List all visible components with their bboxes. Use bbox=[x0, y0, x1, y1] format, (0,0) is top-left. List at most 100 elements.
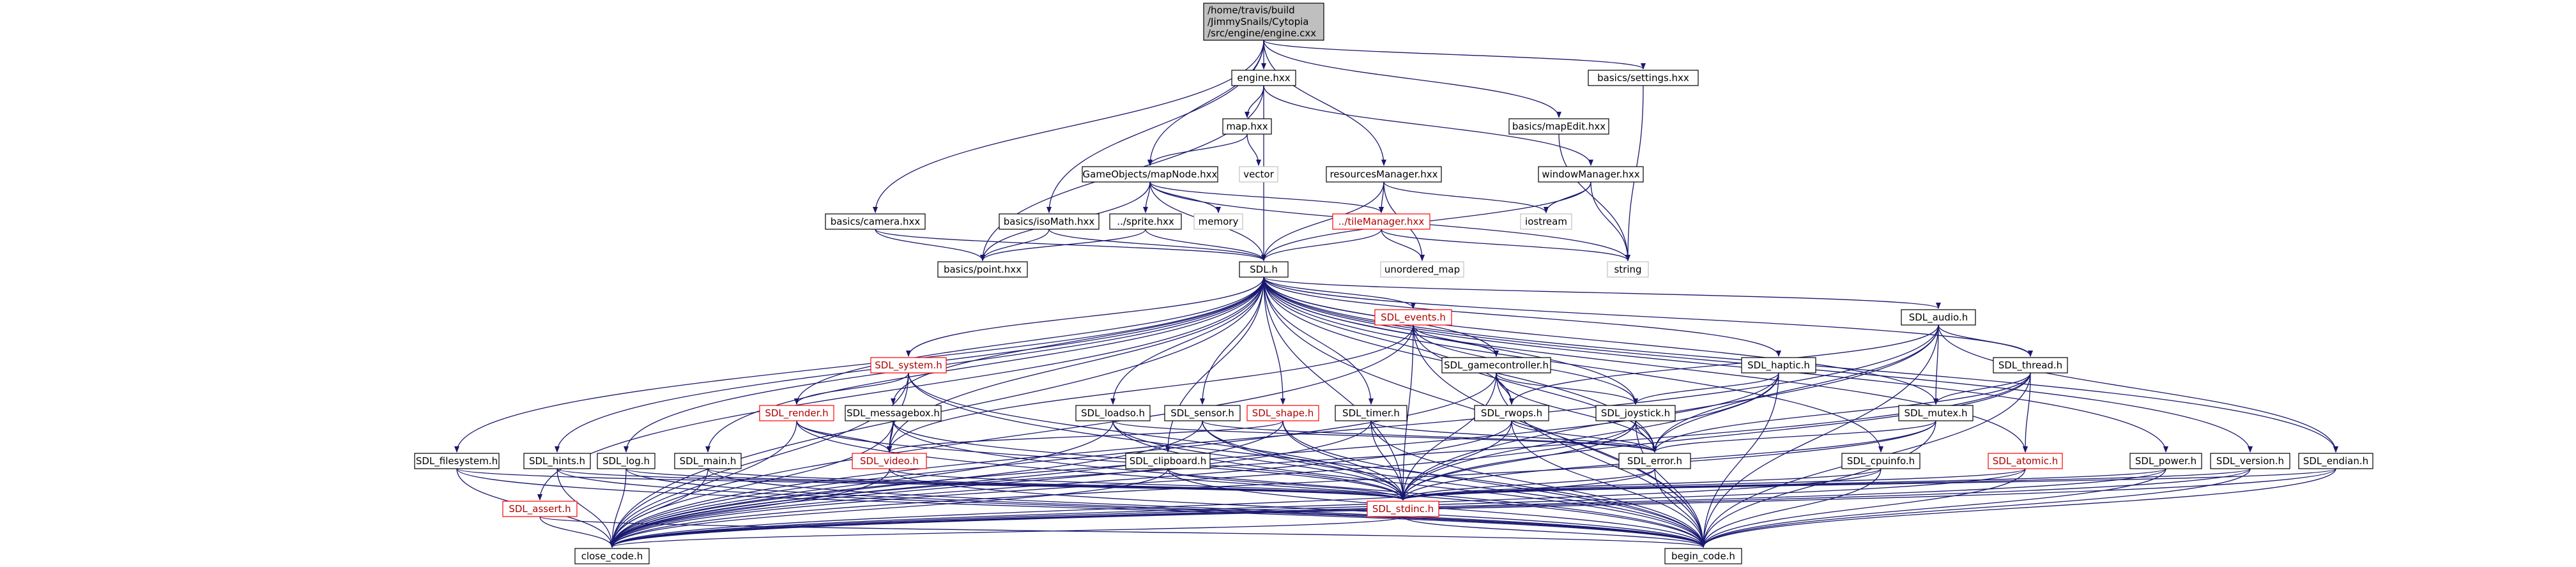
node-SDL_hints[interactable]: SDL_hints.h bbox=[523, 453, 591, 469]
node-SDL_system[interactable]: SDL_system.h bbox=[870, 357, 947, 374]
node-engine_hxx[interactable]: engine.hxx bbox=[1231, 70, 1296, 86]
node-box bbox=[2129, 453, 2202, 469]
edge-SDL_error-to-close_code bbox=[610, 468, 1655, 548]
node-SDL_atomic[interactable]: SDL_atomic.h bbox=[1988, 453, 2063, 469]
node-mapNode[interactable]: GameObjects/mapNode.hxx bbox=[1082, 166, 1218, 183]
node-label: /src/engine/engine.cxx bbox=[1208, 27, 1316, 39]
node-box bbox=[1082, 166, 1218, 183]
edge-SDL_error-to-SDL_stdinc bbox=[1400, 468, 1655, 501]
node-map[interactable]: map.hxx bbox=[1222, 118, 1272, 135]
edge-SDL_events-to-close_code bbox=[610, 324, 1414, 548]
node-string[interactable]: string bbox=[1607, 261, 1649, 278]
edge-SDL_h-to-SDL_cpuinfo bbox=[1263, 276, 1883, 453]
edge-SDL_render-to-close_code bbox=[610, 420, 797, 548]
node-SDL_video[interactable]: SDL_video.h bbox=[852, 453, 927, 469]
edge-SDL_endian-to-close_code bbox=[610, 468, 2336, 548]
node-box bbox=[1595, 405, 1676, 421]
node-label: SDL_clipboard.h bbox=[1130, 455, 1207, 467]
edge-SDL_clipboard-to-SDL_stdinc bbox=[1167, 468, 1406, 501]
node-SDL_audio[interactable]: SDL_audio.h bbox=[1901, 309, 1976, 326]
node-SDL_log[interactable]: SDL_log.h bbox=[597, 453, 656, 469]
node-SDL_assert[interactable]: SDL_assert.h bbox=[502, 501, 578, 517]
node-vector[interactable]: vector bbox=[1239, 166, 1278, 183]
node-memory[interactable]: memory bbox=[1193, 213, 1243, 230]
node-isoMath[interactable]: basics/isoMath.hxx bbox=[999, 213, 1100, 230]
node-box bbox=[414, 453, 500, 469]
node-resourcesManager[interactable]: resourcesManager.hxx bbox=[1326, 166, 1442, 183]
node-SDL_thread[interactable]: SDL_thread.h bbox=[1993, 357, 2068, 374]
node-engine_cxx[interactable]: /home/travis/build/JimmySnails/Cytopia/s… bbox=[1203, 3, 1324, 41]
node-SDL_rwops[interactable]: SDL_rwops.h bbox=[1474, 405, 1549, 421]
edge-SDL_sensor-to-SDL_stdinc bbox=[1202, 420, 1406, 501]
node-SDL_joystick[interactable]: SDL_joystick.h bbox=[1595, 405, 1676, 421]
node-box bbox=[845, 405, 942, 421]
edge-SDL_joystick-to-begin_code bbox=[1635, 420, 1706, 548]
edge-camera-to-SDL_h bbox=[875, 229, 1266, 261]
node-SDL_power[interactable]: SDL_power.h bbox=[2129, 453, 2202, 469]
edge-SDL_audio-to-SDL_mutex bbox=[1933, 324, 1939, 405]
node-begin_code[interactable]: begin_code.h bbox=[1664, 548, 1742, 564]
node-point[interactable]: basics/point.hxx bbox=[937, 261, 1028, 278]
node-label: SDL_audio.h bbox=[1909, 312, 1968, 324]
node-settings[interactable]: basics/settings.hxx bbox=[1588, 70, 1699, 86]
edge-SDL_filesystem-to-begin_code bbox=[456, 468, 1706, 548]
edge-SDL_joystick-to-SDL_stdinc bbox=[1400, 420, 1636, 501]
node-SDL_endian[interactable]: SDL_endian.h bbox=[2298, 453, 2373, 469]
node-sprite[interactable]: ../sprite.hxx bbox=[1109, 213, 1182, 230]
edge-SDL_rwops-to-SDL_error bbox=[1511, 420, 1657, 453]
node-label: SDL_gamecontroller.h bbox=[1444, 359, 1549, 372]
node-SDL_shape[interactable]: SDL_shape.h bbox=[1246, 405, 1319, 421]
edge-SDL_video-to-begin_code bbox=[889, 468, 1706, 548]
node-SDL_messagebox[interactable]: SDL_messagebox.h bbox=[845, 405, 942, 421]
edge-engine_cxx-to-settings bbox=[1263, 40, 1646, 70]
node-close_code[interactable]: close_code.h bbox=[574, 548, 650, 564]
edge-SDL_h-to-SDL_main bbox=[705, 276, 1264, 453]
edge-resourcesManager-to-SDL_h bbox=[1261, 181, 1384, 261]
node-label: close_code.h bbox=[581, 550, 643, 563]
edge-SDL_cpuinfo-to-SDL_stdinc bbox=[1400, 468, 1882, 501]
node-SDL_loadso[interactable]: SDL_loadso.h bbox=[1075, 405, 1151, 421]
edge-SDL_clipboard-to-close_code bbox=[610, 468, 1169, 548]
node-SDL_main[interactable]: SDL_main.h bbox=[674, 453, 742, 469]
edge-SDL_video-to-close_code bbox=[610, 468, 890, 548]
node-label: basics/camera.hxx bbox=[831, 216, 921, 227]
edge-SDL_render-to-begin_code bbox=[796, 420, 1706, 548]
node-tileManager[interactable]: ../tileManager.hxx bbox=[1332, 213, 1430, 230]
node-SDL_error[interactable]: SDL_error.h bbox=[1618, 453, 1691, 469]
node-SDL_render[interactable]: SDL_render.h bbox=[759, 405, 834, 421]
nodes-layer: /home/travis/build/JimmySnails/Cytopia/s… bbox=[414, 3, 2373, 564]
node-SDL_clipboard[interactable]: SDL_clipboard.h bbox=[1125, 453, 1211, 469]
edge-SDL_h-to-SDL_shape bbox=[1263, 276, 1285, 405]
node-label: SDL_timer.h bbox=[1342, 407, 1400, 420]
node-SDL_gamecontroller[interactable]: SDL_gamecontroller.h bbox=[1441, 357, 1551, 374]
node-SDL_h[interactable]: SDL.h bbox=[1239, 261, 1289, 278]
node-label: SDL_power.h bbox=[2135, 455, 2196, 467]
node-camera[interactable]: basics/camera.hxx bbox=[825, 213, 926, 230]
node-label: basics/mapEdit.hxx bbox=[1512, 121, 1606, 132]
edge-SDL_log-to-begin_code bbox=[625, 468, 1706, 548]
node-mapEdit[interactable]: basics/mapEdit.hxx bbox=[1508, 118, 1609, 135]
node-label: memory bbox=[1199, 216, 1239, 227]
node-SDL_version[interactable]: SDL_version.h bbox=[2210, 453, 2290, 469]
node-SDL_mutex[interactable]: SDL_mutex.h bbox=[1898, 405, 1974, 421]
edge-SDL_haptic-to-begin_code bbox=[1701, 372, 1779, 548]
edge-SDL_rwops-to-begin_code bbox=[1511, 420, 1706, 548]
node-SDL_timer[interactable]: SDL_timer.h bbox=[1335, 405, 1407, 421]
node-windowManager[interactable]: windowManager.hxx bbox=[1538, 166, 1644, 183]
edge-engine_hxx-to-windowManager bbox=[1263, 85, 1593, 166]
node-label: engine.hxx bbox=[1237, 72, 1290, 84]
node-SDL_sensor[interactable]: SDL_sensor.h bbox=[1164, 405, 1241, 421]
node-label: SDL_render.h bbox=[765, 407, 828, 420]
edge-SDL_shape-to-SDL_video bbox=[887, 420, 1284, 453]
node-SDL_filesystem[interactable]: SDL_filesystem.h bbox=[414, 453, 500, 469]
node-box bbox=[1588, 70, 1699, 86]
edge-isoMath-to-SDL_h bbox=[1048, 229, 1266, 261]
node-SDL_cpuinfo[interactable]: SDL_cpuinfo.h bbox=[1841, 453, 1920, 469]
node-SDL_events[interactable]: SDL_events.h bbox=[1374, 309, 1452, 326]
node-SDL_haptic[interactable]: SDL_haptic.h bbox=[1741, 357, 1816, 374]
edge-SDL_thread-to-SDL_atomic bbox=[2023, 372, 2031, 453]
node-box bbox=[523, 453, 591, 469]
node-SDL_stdinc[interactable]: SDL_stdinc.h bbox=[1367, 501, 1439, 517]
node-unordered_map[interactable]: unordered_map bbox=[1380, 261, 1464, 278]
node-iostream[interactable]: iostream bbox=[1520, 213, 1572, 230]
